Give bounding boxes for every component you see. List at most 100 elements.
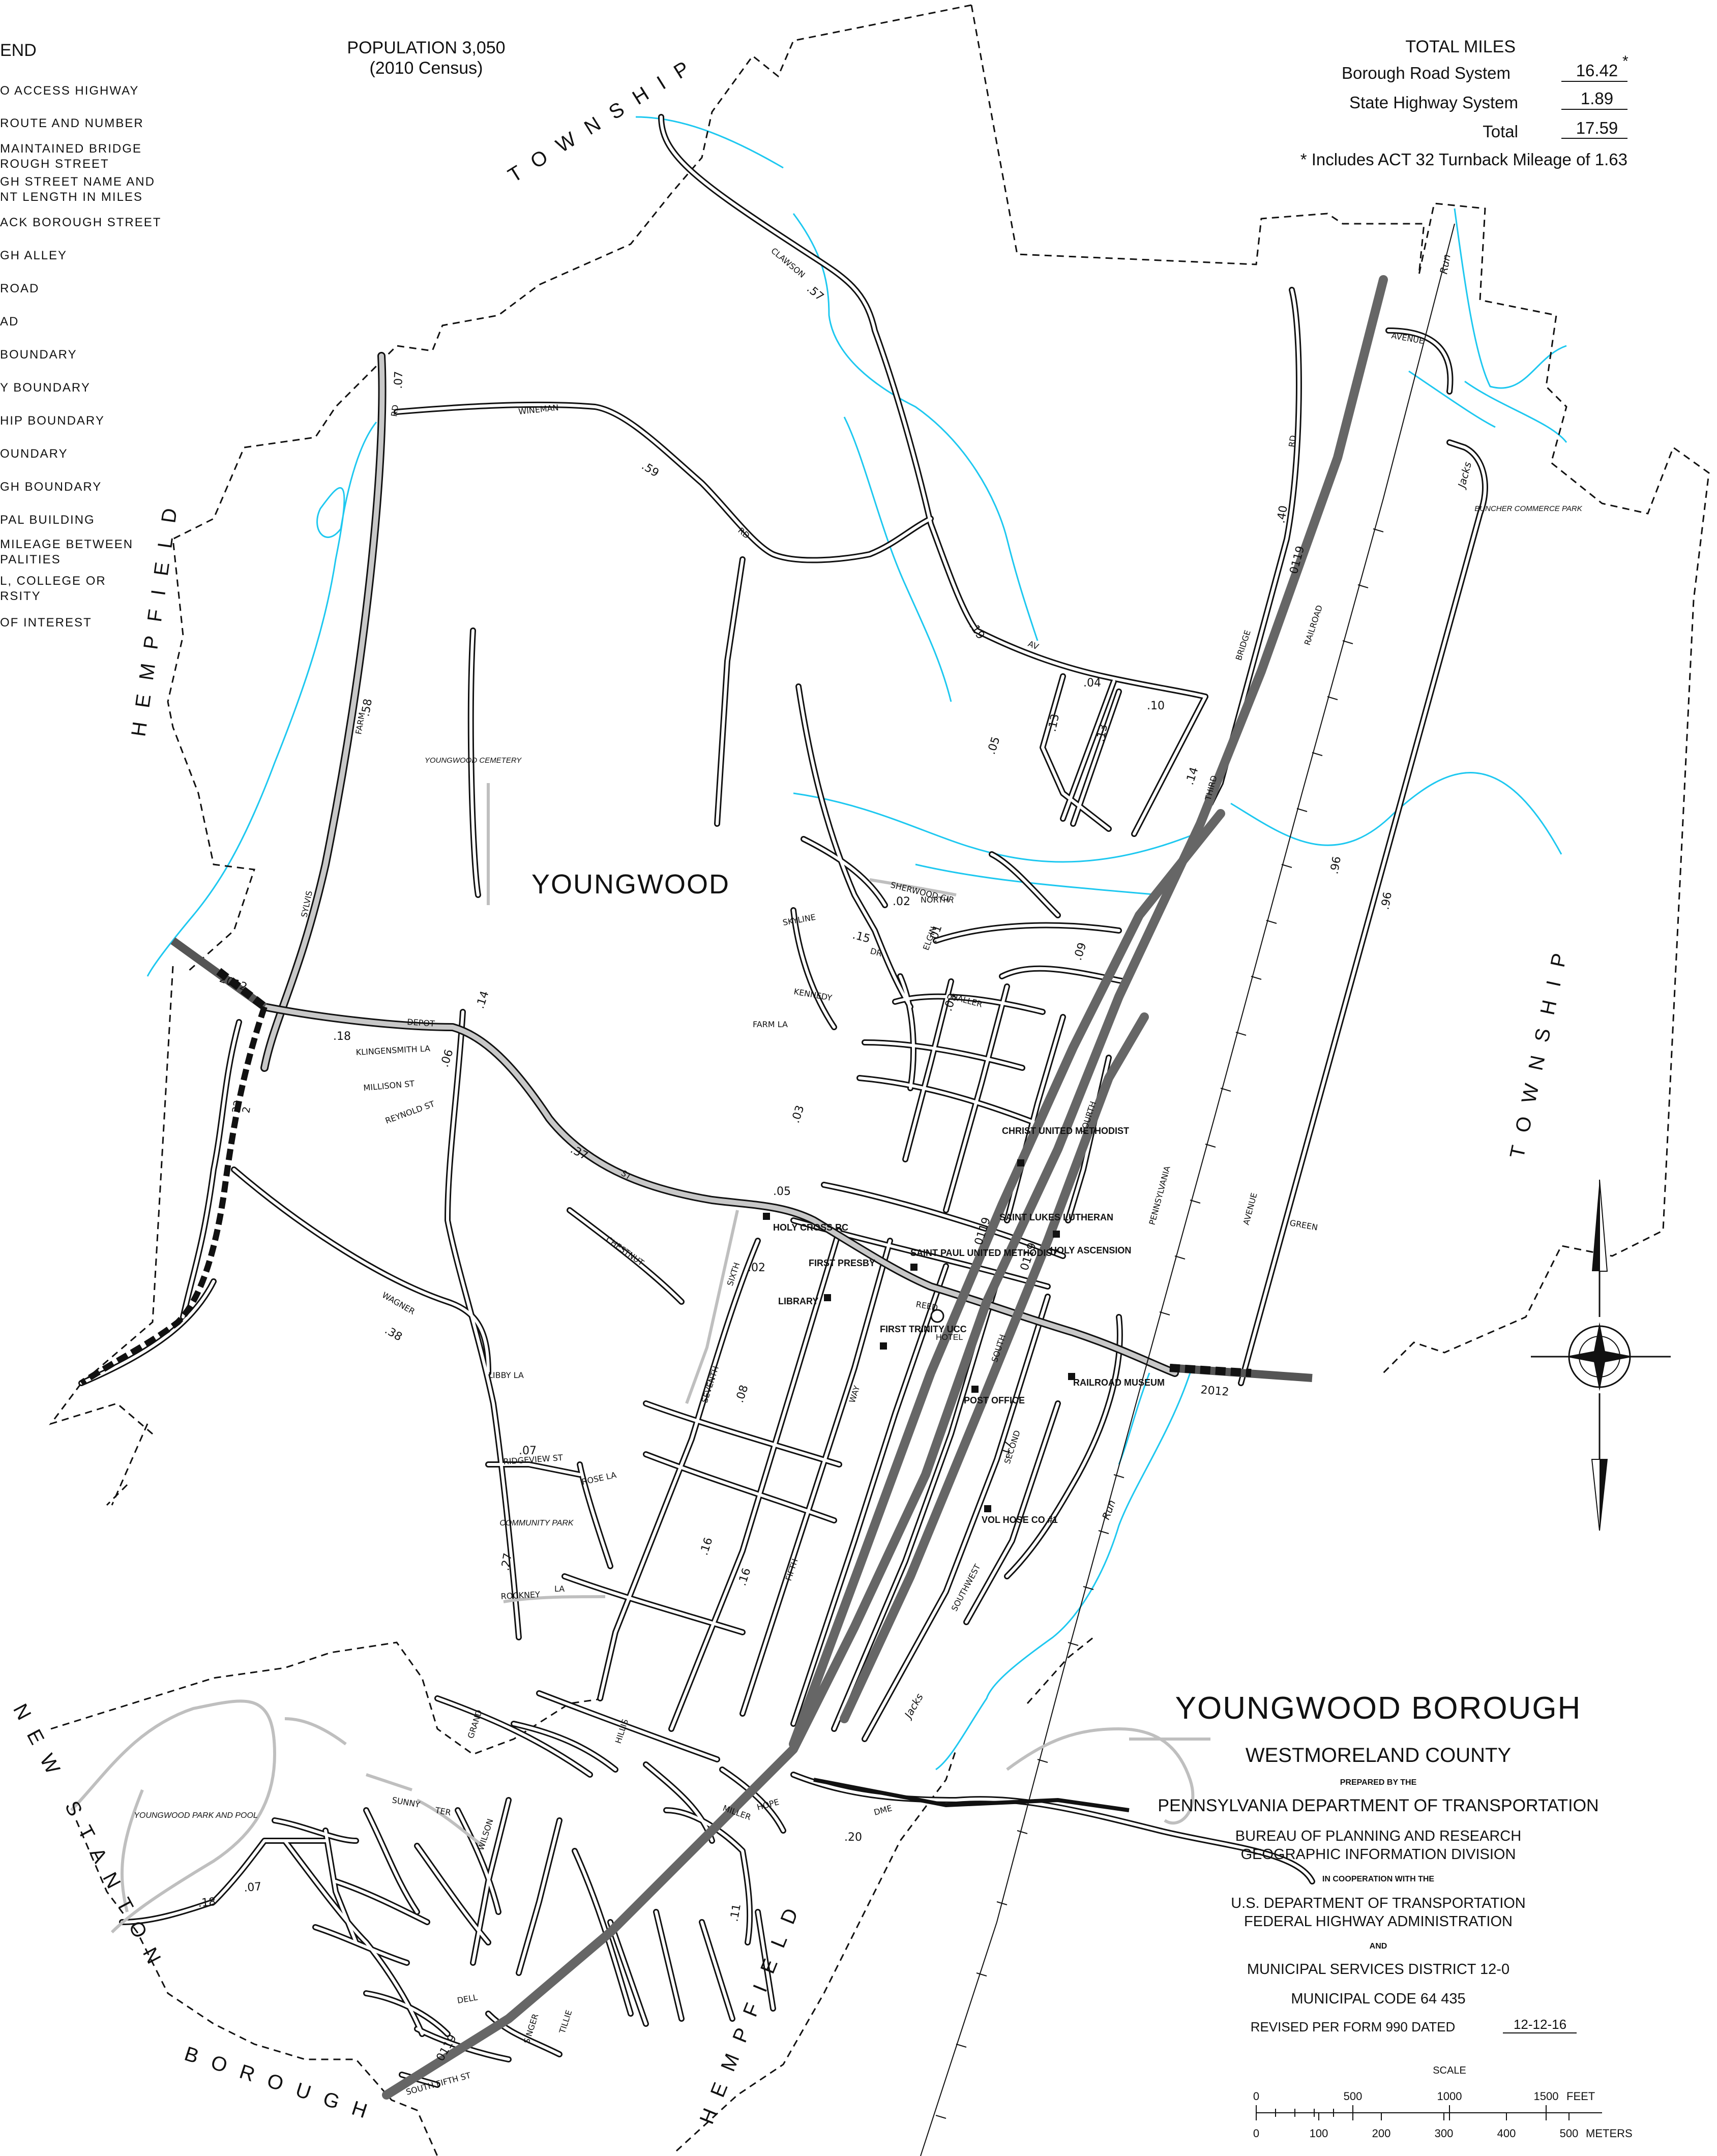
street-label: WAGNER bbox=[380, 1290, 417, 1316]
revised-date: 12-12-16 bbox=[1514, 2017, 1566, 2032]
township-label: TOWNSHIP bbox=[504, 50, 705, 187]
legend-item: GH BOUNDARY bbox=[0, 480, 102, 494]
penndot-name: PENNSYLVANIA DEPARTMENT OF TRANSPORTATIO… bbox=[1158, 1796, 1598, 1815]
mileage-label: .10 bbox=[1147, 700, 1165, 712]
county-routes bbox=[79, 937, 1313, 1386]
legend-item: ACK BOROUGH STREET bbox=[0, 216, 161, 229]
church-label: SAINT LUKES LUTHERAN bbox=[999, 1212, 1113, 1222]
street-label: RAILROAD bbox=[1302, 604, 1324, 647]
mileage-label: .02 bbox=[893, 895, 910, 908]
mileage-label: .14 bbox=[1183, 766, 1201, 787]
street-label: KLINGENSMITH LA bbox=[356, 1043, 430, 1057]
census-line: (2010 Census) bbox=[369, 58, 483, 78]
legend-item: O ACCESS HIGHWAY bbox=[0, 84, 139, 98]
mileage-label: .16 bbox=[736, 1567, 754, 1588]
mileage-label: .16 bbox=[698, 1536, 716, 1557]
street-label: LIBBY LA bbox=[488, 1370, 524, 1380]
stream-label: Jacks bbox=[901, 1691, 926, 1722]
street-label: RD bbox=[1287, 435, 1298, 448]
post-office-label: POST OFFICE bbox=[964, 1395, 1025, 1405]
gis-division: GEOGRAPHIC INFORMATION DIVISION bbox=[1241, 1846, 1516, 1863]
north-arrow-icon bbox=[1531, 1179, 1671, 1531]
state-highway-value: 1.89 bbox=[1581, 89, 1613, 108]
street-label: AVENUE bbox=[1241, 1192, 1259, 1226]
street-label: LA bbox=[554, 1584, 565, 1594]
street-label: SUNNY bbox=[391, 1795, 421, 1809]
scale-feet-tick: 0 bbox=[1253, 2090, 1259, 2103]
fhwa-line: FEDERAL HIGHWAY ADMINISTRATION bbox=[1244, 1913, 1513, 1930]
route-number: 2 bbox=[240, 1105, 253, 1114]
street-label: DEPOT bbox=[407, 1017, 435, 1029]
street-label: PENNSYLVANIA bbox=[1147, 1165, 1172, 1226]
route-number: 2012 bbox=[218, 972, 249, 994]
population-line: POPULATION 3,050 bbox=[347, 38, 505, 57]
population-block: POPULATION 3,050 (2010 Census) bbox=[347, 38, 505, 78]
mileage-label: .05 bbox=[985, 735, 1003, 756]
hotel-label: HOTEL bbox=[936, 1333, 963, 1342]
street-label: ROCKNEY bbox=[500, 1590, 540, 1601]
mileage-label: .07 bbox=[519, 1445, 537, 1457]
railroad-museum-label: RAILROAD MUSEUM bbox=[1073, 1378, 1165, 1388]
and-line: AND bbox=[1370, 1942, 1387, 1951]
legend-item: PALITIES bbox=[0, 553, 61, 566]
mileage-label: .96 bbox=[1379, 891, 1395, 911]
private-roads bbox=[70, 783, 1210, 1934]
total-miles-title: TOTAL MILES bbox=[1405, 37, 1516, 56]
roads-outline bbox=[78, 114, 1488, 2088]
scale-feet-tick: 1000 bbox=[1437, 2090, 1462, 2103]
state-highway-label: State Highway System bbox=[1349, 93, 1518, 112]
total-value: 17.59 bbox=[1576, 118, 1618, 137]
scale-bar: SCALE 0 500 1000 1500 FEET 0 100 200 300… bbox=[1253, 2065, 1633, 2140]
mileage-label: .18 bbox=[333, 1030, 351, 1043]
stream-labels: Run Jacks Run Jacks bbox=[901, 253, 1474, 1722]
mileage-label: .96 bbox=[1328, 855, 1344, 875]
borough-road-mark: * bbox=[1622, 53, 1629, 70]
mileage-label: .08 bbox=[733, 1384, 751, 1404]
roads-inner bbox=[80, 115, 1487, 2086]
mileage-label: .58 bbox=[359, 698, 375, 717]
turnback-footnote: * Includes ACT 32 Turnback Mileage of 1.… bbox=[1300, 150, 1627, 169]
street-label: WILSON bbox=[476, 1817, 495, 1851]
total-label: Total bbox=[1483, 122, 1518, 141]
legend-item: AD bbox=[0, 315, 19, 328]
scale-meter-tick: 0 bbox=[1253, 2127, 1259, 2140]
mileage-label: .07 bbox=[392, 371, 405, 389]
borough-label: BOROUGH bbox=[182, 2043, 383, 2127]
church-label: FIRST PRESBY bbox=[809, 1258, 875, 1268]
street-label: BRIDGE bbox=[1234, 629, 1253, 662]
miller-road bbox=[813, 1778, 1130, 1812]
mileage-label: .59 bbox=[639, 460, 661, 480]
mileage-label: .05 bbox=[773, 1185, 791, 1198]
borough-road-label: Borough Road System bbox=[1342, 64, 1511, 82]
scale-meter-tick: 300 bbox=[1435, 2127, 1454, 2140]
street-label: TER bbox=[434, 1805, 452, 1817]
state-routes bbox=[260, 352, 1179, 1377]
street-label: NORTH bbox=[921, 895, 949, 905]
park-pool-label: YOUNGWOOD PARK AND POOL bbox=[134, 1811, 258, 1820]
church-label: CHRIST UNITED METHODIST bbox=[1002, 1126, 1129, 1136]
mileage-label: .02 bbox=[748, 1262, 765, 1274]
railroad-ticks bbox=[935, 528, 1384, 2119]
title-block: YOUNGWOOD BOROUGH WESTMORELAND COUNTY PR… bbox=[1158, 1691, 1598, 2034]
cemetery-label: YOUNGWOOD CEMETERY bbox=[425, 756, 522, 765]
mileage-label: .11 bbox=[728, 1903, 744, 1923]
stream-label: Run bbox=[1437, 253, 1453, 275]
scale-meter-tick: 400 bbox=[1497, 2127, 1516, 2140]
street-label: DELL bbox=[456, 1992, 478, 2005]
fire-hall-label: VOL HOSE CO #1 bbox=[982, 1515, 1058, 1525]
municipal-code: MUNICIPAL CODE 64 435 bbox=[1291, 1991, 1465, 2007]
mileage-label: .13 bbox=[1046, 713, 1062, 733]
scale-meter-unit: METERS bbox=[1586, 2127, 1633, 2140]
legend-title: END bbox=[0, 41, 37, 60]
street-label: AV bbox=[1027, 639, 1041, 651]
legend-item: ROAD bbox=[0, 282, 39, 295]
district-line: MUNICIPAL SERVICES DISTRICT 12-0 bbox=[1247, 1961, 1509, 1978]
scale-feet-unit: FEET bbox=[1566, 2090, 1595, 2103]
legend-item: HIP BOUNDARY bbox=[0, 414, 105, 428]
usdot-line: U.S. DEPARTMENT OF TRANSPORTATION bbox=[1231, 1895, 1526, 1911]
legend-item: RSITY bbox=[0, 589, 41, 603]
legend-item: MAINTAINED BRIDGE bbox=[0, 142, 142, 156]
mileage-label: .07 bbox=[243, 1880, 262, 1895]
community-park-label: COMMUNITY PARK bbox=[499, 1519, 574, 1528]
church-label: HOLY CROSS RC bbox=[773, 1222, 848, 1233]
